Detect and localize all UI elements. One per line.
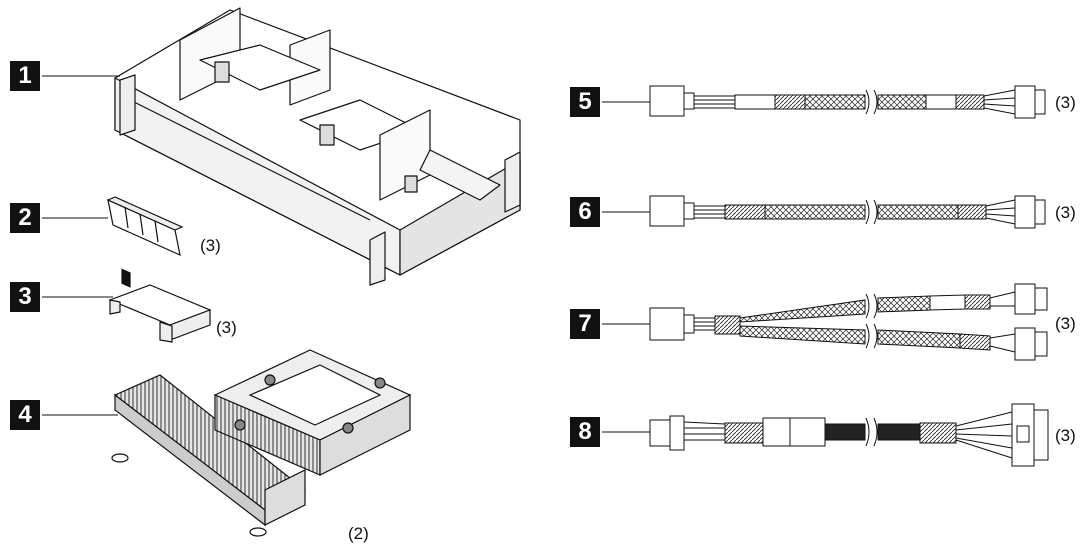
callout-1-badge: 1 bbox=[10, 61, 40, 91]
callout-2-badge: 2 bbox=[10, 203, 40, 233]
heat-sink bbox=[111, 349, 412, 537]
filler-clip bbox=[106, 196, 184, 288]
quantity-label-8: (3) bbox=[1055, 426, 1076, 445]
air-baffle bbox=[114, 7, 521, 286]
callout-3-badge: 3 bbox=[10, 282, 40, 312]
cable-bracket bbox=[108, 284, 212, 343]
cable-6 bbox=[602, 195, 1046, 229]
quantity-label-2: (3) bbox=[200, 236, 221, 255]
cable-7 bbox=[602, 283, 1048, 361]
cable-5 bbox=[602, 85, 1046, 119]
leader-lines-left bbox=[42, 75, 120, 416]
quantity-label-7: (3) bbox=[1055, 314, 1076, 333]
cable-8 bbox=[602, 403, 1049, 467]
callout-8-badge: 8 bbox=[570, 417, 600, 447]
callout-4-badge: 4 bbox=[10, 400, 40, 430]
callout-6-badge: 6 bbox=[570, 197, 600, 227]
quantity-label-4: (2) bbox=[348, 524, 369, 543]
quantity-label-3: (3) bbox=[216, 318, 237, 337]
callout-7-badge: 7 bbox=[570, 309, 600, 339]
callout-5-badge: 5 bbox=[570, 87, 600, 117]
quantity-label-6: (3) bbox=[1055, 203, 1076, 222]
quantity-label-5: (3) bbox=[1055, 93, 1076, 112]
